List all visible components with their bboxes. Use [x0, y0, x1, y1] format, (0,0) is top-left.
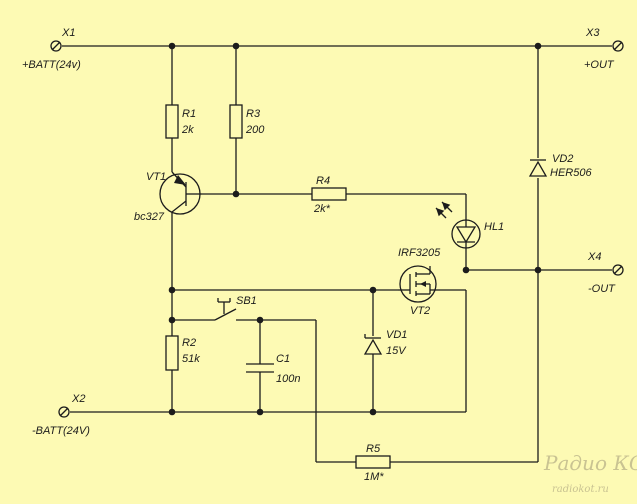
transistor-vt1-value: bc327: [134, 211, 165, 223]
resistor-r2-value: 51k: [182, 353, 200, 365]
terminal-x1-desc: +BATT(24v): [22, 59, 81, 71]
resistor-r3-ref: R3: [246, 108, 261, 120]
terminal-x4-ref: X4: [587, 251, 601, 263]
switch-sb1: SB1: [214, 295, 257, 321]
resistor-r4: R4 2k*: [311, 175, 347, 215]
terminal-x4: X4 -OUT: [587, 251, 624, 295]
mosfet-vt2: IRF3205 VT2: [398, 247, 441, 317]
watermark-logo: Радио КОТ: [543, 451, 637, 475]
resistor-r3: R3 200: [229, 104, 265, 139]
led-hl1: HL1: [435, 201, 504, 250]
diode-vd2-value: HER506: [550, 167, 592, 179]
terminal-x3-ref: X3: [585, 27, 600, 39]
zener-vd1: VD1 15V: [363, 329, 407, 357]
diode-vd2: VD2 HER506: [528, 153, 592, 179]
switch-sb1-ref: SB1: [236, 295, 257, 307]
terminal-x2-desc: -BATT(24V): [32, 425, 90, 437]
transistor-vt1-ref: VT1: [146, 171, 166, 183]
terminal-x3: X3 +OUT: [584, 27, 624, 71]
mosfet-vt2-ref: VT2: [410, 305, 430, 317]
junctions: [168, 42, 542, 416]
zener-vd1-ref: VD1: [386, 329, 407, 341]
resistor-r5: R5 1M*: [355, 443, 391, 483]
terminal-x1-ref: X1: [61, 27, 75, 39]
zener-vd1-value: 15V: [386, 345, 407, 357]
resistor-r4-value: 2k*: [313, 203, 331, 215]
mosfet-vt2-value: IRF3205: [398, 247, 441, 259]
transistor-vt1: VT1 bc327: [134, 171, 202, 223]
resistor-r3-value: 200: [245, 124, 265, 136]
resistor-r2: R2 51k: [165, 335, 200, 371]
resistor-r5-ref: R5: [366, 443, 381, 455]
terminal-x2-ref: X2: [71, 393, 85, 405]
capacitor-c1-ref: C1: [276, 353, 290, 365]
led-hl1-ref: HL1: [484, 221, 504, 233]
resistor-r1-ref: R1: [182, 108, 196, 120]
terminal-x3-desc: +OUT: [584, 59, 615, 71]
watermark: Радио КОТ radiokot.ru: [543, 451, 637, 495]
capacitor-c1: C1 100n: [246, 353, 300, 385]
wires: [62, 45, 612, 463]
terminal-x4-desc: -OUT: [588, 283, 616, 295]
resistor-r4-ref: R4: [316, 175, 330, 187]
resistor-r1-value: 2k: [181, 124, 194, 136]
diode-vd2-ref: VD2: [552, 153, 573, 165]
resistor-r1: R1 2k: [165, 104, 196, 139]
watermark-site: radiokot.ru: [552, 484, 609, 495]
terminal-x1: X1 +BATT(24v): [22, 27, 81, 71]
resistor-r5-value: 1M*: [364, 471, 384, 483]
terminal-x2: X2 -BATT(24V): [32, 393, 90, 437]
capacitor-c1-value: 100n: [276, 373, 300, 385]
resistor-r2-ref: R2: [182, 337, 196, 349]
